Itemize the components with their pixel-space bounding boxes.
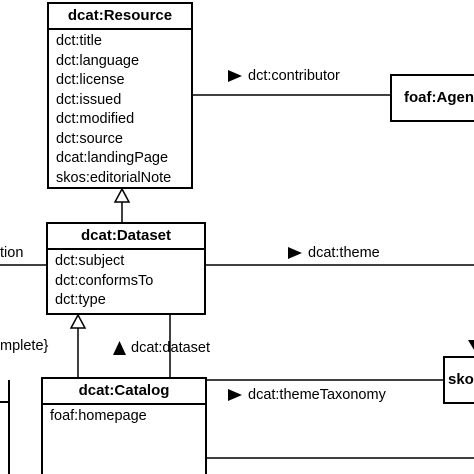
theme-direction-icon (288, 247, 302, 259)
contributor-direction-icon (228, 70, 242, 82)
left-relation-label: tion (0, 245, 24, 261)
resource-attribute: dct:modified (56, 111, 135, 127)
resource-attribute: dct:title (56, 33, 102, 49)
dataset-direction-icon (113, 341, 126, 355)
resource-attribute: skos:editorialNote (56, 169, 172, 186)
catalog-class-box[interactable]: dcat:Catalog foaf:homepage (41, 377, 207, 474)
resource-attribute: dcat:landingPage (56, 150, 169, 166)
contributor-label: dct:contributor (248, 68, 340, 84)
resource-attribute: dct:source (56, 130, 123, 147)
skos-class-title: sko (448, 371, 474, 388)
resource-class-title: dcat:Resource (49, 4, 191, 30)
complete-constraint-label: mplete} (0, 338, 49, 354)
dataset-attribute: dct:conformsTo (55, 272, 154, 289)
theme-taxonomy-label: dcat:themeTaxonomy (248, 387, 386, 403)
dataset-class-box[interactable]: dcat:Dataset dct:subject dct:conformsTo … (46, 222, 206, 315)
dataset-label: dcat:dataset (131, 340, 210, 356)
theme-taxonomy-direction-icon (228, 389, 242, 401)
agent-class-box[interactable]: foaf:Agen (390, 74, 474, 122)
catalog-attribute: foaf:homepage (50, 408, 147, 424)
skos-class-box[interactable]: sko (443, 356, 474, 404)
dataset-attribute-list: dct:subject dct:conformsTo dct:type (48, 250, 204, 311)
catalog-attribute-list: foaf:homepage (43, 405, 205, 427)
generalization-arrowhead-resource (113, 187, 131, 203)
dataset-attribute: dct:type (55, 292, 106, 308)
resource-class-box[interactable]: dcat:Resource dct:title dct:language dct… (47, 2, 193, 189)
resource-attribute: dct:license (56, 72, 125, 88)
dataset-class-title: dcat:Dataset (48, 224, 204, 250)
resource-attribute: dct:language (56, 52, 140, 69)
dataset-attribute: dct:subject (55, 253, 125, 269)
resource-attribute-list: dct:title dct:language dct:license dct:i… (49, 30, 191, 188)
theme-label: dcat:theme (308, 245, 380, 261)
partial-arrowhead-right (468, 340, 474, 350)
agent-class-title: foaf:Agen (404, 89, 474, 106)
resource-attribute: dct:issued (56, 91, 122, 108)
generalization-arrowhead-dataset (69, 313, 87, 329)
catalog-class-title: dcat:Catalog (43, 379, 205, 405)
